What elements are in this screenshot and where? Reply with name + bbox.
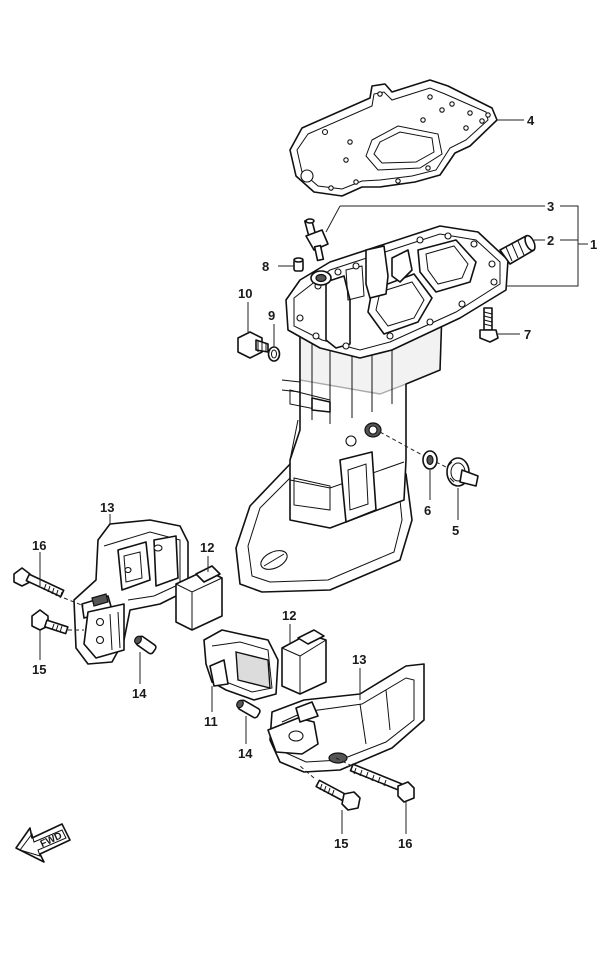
mount-bracket-part-13-lower — [267, 663, 425, 773]
label-part-9: 9 — [268, 308, 275, 323]
bracket-part-11 — [203, 629, 279, 701]
label-part-10: 10 — [238, 286, 252, 301]
rubber-mount-part-12-upper — [175, 565, 223, 631]
label-part-15-lower: 15 — [334, 836, 348, 851]
label-part-12-lower: 12 — [282, 608, 296, 623]
drive-shaft-housing-part-1 — [235, 225, 509, 593]
label-part-13-upper: 13 — [100, 500, 114, 515]
label-part-6: 6 — [424, 503, 431, 518]
leader-lines — [39, 119, 588, 834]
label-part-15-left: 15 — [32, 662, 46, 677]
mount-bracket-part-13-upper — [73, 519, 189, 665]
short-bolt-part-15-lower — [315, 779, 361, 811]
label-part-5: 5 — [452, 523, 459, 538]
drain-plug-part-5 — [446, 457, 479, 487]
gasket-part-4 — [289, 79, 498, 197]
label-part-12-upper: 12 — [200, 540, 214, 555]
label-part-1: 1 — [590, 237, 597, 252]
label-part-3: 3 — [547, 199, 554, 214]
bolt-part-7 — [479, 307, 499, 343]
plug-part-10 — [237, 331, 269, 359]
label-part-2: 2 — [547, 233, 554, 248]
washer-part-6 — [422, 450, 438, 470]
long-bolt-part-16-left — [13, 567, 65, 599]
label-part-13-lower: 13 — [352, 652, 366, 667]
label-part-4: 4 — [527, 113, 535, 128]
label-part-14-left: 14 — [132, 686, 147, 701]
rubber-mount-part-12-lower — [281, 629, 327, 695]
long-bolt-part-16-lower — [349, 763, 415, 803]
o-ring-part-9 — [267, 346, 281, 362]
label-part-7: 7 — [524, 327, 531, 342]
short-bolt-part-15-left — [31, 609, 69, 635]
callout-labels: 1 2 3 4 5 6 7 8 9 10 11 12 12 13 13 14 1… — [32, 113, 597, 851]
pin-part-14-left — [134, 635, 157, 655]
label-part-16-left: 16 — [32, 538, 46, 553]
sleeve-part-2 — [499, 234, 536, 265]
pin-part-14-lower — [236, 699, 261, 719]
pin-part-3 — [303, 218, 329, 262]
label-part-16-lower: 16 — [398, 836, 412, 851]
fwd-arrow: FWD — [15, 823, 71, 863]
label-part-8: 8 — [262, 259, 269, 274]
label-part-11: 11 — [204, 714, 218, 729]
dowel-part-8 — [293, 257, 304, 272]
label-part-14-lower: 14 — [238, 746, 253, 761]
